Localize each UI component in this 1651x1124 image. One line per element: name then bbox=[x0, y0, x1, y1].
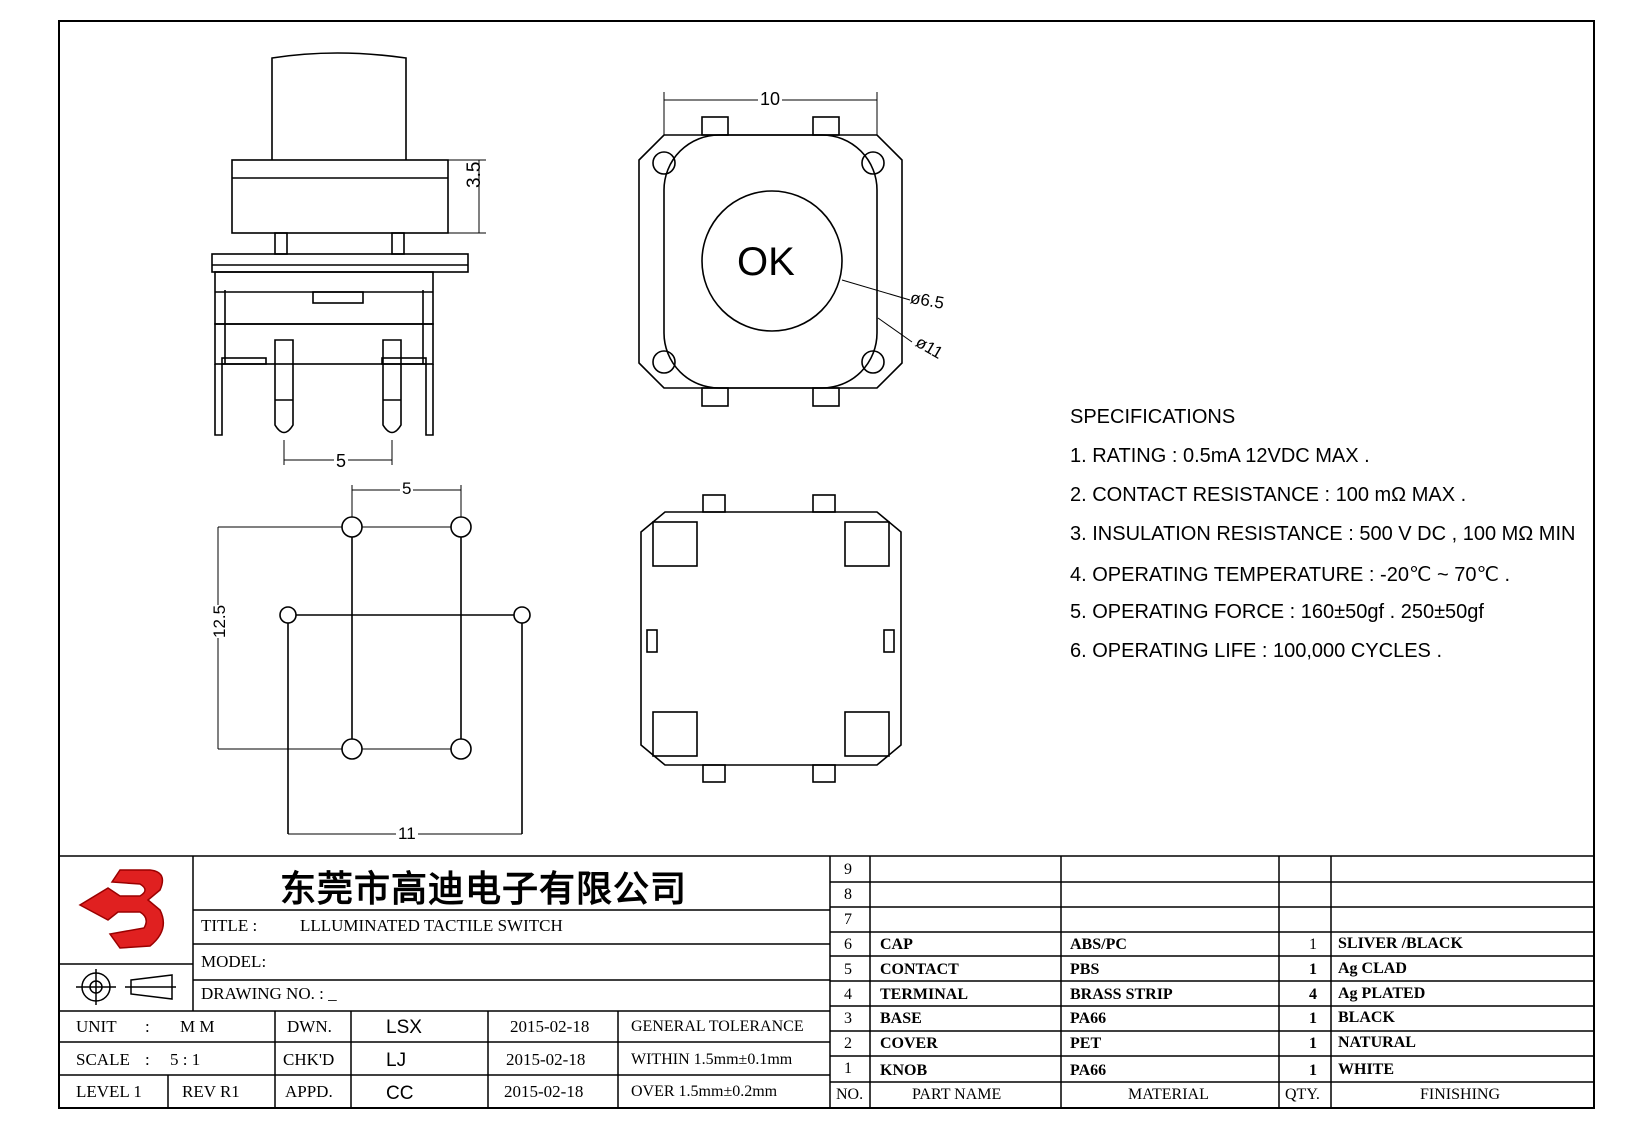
drawing-no-label: DRAWING NO. : _ bbox=[201, 984, 337, 1003]
bom-row-qty: 1 bbox=[1309, 1010, 1317, 1027]
bom-row-no: 8 bbox=[844, 886, 852, 903]
unit-label: UNIT bbox=[76, 1017, 117, 1036]
level: LEVEL 1 bbox=[76, 1082, 142, 1101]
model-label: MODEL: bbox=[201, 952, 267, 971]
scale-label: SCALE bbox=[76, 1050, 130, 1069]
bom-row-no: 7 bbox=[844, 911, 852, 928]
bom-row-no: 6 bbox=[844, 936, 852, 953]
pcb-footprint bbox=[217, 485, 531, 835]
bom-row-material: PBS bbox=[1070, 961, 1100, 978]
spec-item: 5. OPERATING FORCE : 160±50gf . 250±50gf bbox=[1070, 601, 1484, 623]
title-block-grid bbox=[59, 855, 1594, 1108]
dim-cap-height: 3.5 bbox=[464, 161, 485, 188]
bom-row-qty: 4 bbox=[1309, 986, 1317, 1003]
spec-item: 1. RATING : 0.5mA 12VDC MAX . bbox=[1070, 445, 1370, 467]
scale-sep: : bbox=[145, 1050, 150, 1069]
dim-pin-pitch-side: 5 bbox=[334, 451, 349, 472]
spec-item: 6. OPERATING LIFE : 100,000 CYCLES . bbox=[1070, 640, 1443, 662]
knob-label: OK bbox=[737, 240, 795, 284]
bom-header-finishing: FINISHING bbox=[1420, 1086, 1500, 1103]
bom-row-part: TERMINAL bbox=[880, 986, 969, 1003]
bom-row-part: CONTACT bbox=[880, 961, 959, 978]
revision: REV R1 bbox=[182, 1082, 240, 1101]
bom-row-finishing: BLACK bbox=[1338, 1009, 1395, 1026]
bom-row-part: KNOB bbox=[880, 1062, 928, 1079]
tolerance-over: OVER 1.5mm±0.2mm bbox=[631, 1083, 778, 1100]
specifications-heading: SPECIFICATIONS bbox=[1070, 406, 1236, 428]
spec-item: 2. CONTACT RESISTANCE : 100 mΩ MAX . bbox=[1070, 484, 1467, 506]
spec-item: 4. OPERATING TEMPERATURE : -20℃ ~ 70℃ . bbox=[1070, 564, 1511, 586]
bom-row-part: COVER bbox=[880, 1035, 938, 1052]
bom-row-no: 2 bbox=[844, 1035, 852, 1052]
dwn-label: DWN. bbox=[287, 1017, 332, 1036]
bom-row-no: 1 bbox=[844, 1060, 852, 1077]
title-label: TITLE : bbox=[201, 916, 258, 935]
bom-row-finishing: WHITE bbox=[1338, 1061, 1395, 1078]
bom-row-qty: 1 bbox=[1309, 1062, 1317, 1079]
dwn-name: LSX bbox=[386, 1017, 422, 1038]
chk-label: CHK'D bbox=[283, 1050, 335, 1069]
appd-date: 2015-02-18 bbox=[504, 1082, 584, 1101]
bom-row-finishing: SLIVER /BLACK bbox=[1338, 935, 1463, 952]
bom-header-part: PART NAME bbox=[912, 1086, 1002, 1103]
bom-header-no: NO. bbox=[836, 1086, 864, 1103]
bom-row-finishing: Ag CLAD bbox=[1338, 960, 1407, 977]
appd-name: CC bbox=[386, 1083, 414, 1104]
dim-body-width: 10 bbox=[758, 89, 783, 110]
bom-row-material: BRASS STRIP bbox=[1070, 986, 1173, 1003]
dim-footprint-pitch: 5 bbox=[400, 479, 414, 499]
bom-row-finishing: NATURAL bbox=[1338, 1034, 1416, 1051]
bom-row-no: 3 bbox=[844, 1010, 852, 1027]
company-logo bbox=[78, 869, 165, 949]
bom-row-no: 9 bbox=[844, 861, 852, 878]
bom-row-no: 5 bbox=[844, 961, 852, 978]
bom-row-material: PET bbox=[1070, 1035, 1102, 1052]
side-view bbox=[211, 52, 486, 465]
appd-label: APPD. bbox=[285, 1082, 333, 1101]
bom-row-part: BASE bbox=[880, 1010, 922, 1027]
bom-row-part: CAP bbox=[880, 936, 913, 953]
unit-value: M M bbox=[180, 1017, 215, 1036]
bom-row-material: ABS/PC bbox=[1070, 936, 1127, 953]
projection-symbol-icon bbox=[76, 969, 176, 1005]
drawing-border bbox=[58, 20, 1595, 1109]
scale-value: 5 : 1 bbox=[170, 1050, 201, 1069]
dwn-date: 2015-02-18 bbox=[510, 1017, 590, 1036]
bom-row-qty: 1 bbox=[1309, 936, 1317, 953]
top-view bbox=[638, 92, 913, 407]
bom-row-finishing: Ag PLATED bbox=[1338, 985, 1426, 1002]
bom-header-qty: QTY. bbox=[1285, 1086, 1320, 1103]
bom-row-material: PA66 bbox=[1070, 1062, 1107, 1079]
bottom-view bbox=[640, 494, 902, 783]
bom-row-qty: 1 bbox=[1309, 961, 1317, 978]
unit-sep: : bbox=[145, 1017, 150, 1036]
bom-row-no: 4 bbox=[844, 986, 852, 1003]
bom-header-material: MATERIAL bbox=[1128, 1086, 1209, 1103]
dim-footprint-width: 11 bbox=[396, 824, 418, 844]
chk-name: LJ bbox=[386, 1050, 407, 1071]
chk-date: 2015-02-18 bbox=[506, 1050, 586, 1069]
dim-footprint-height: 12.5 bbox=[210, 604, 230, 638]
bom-row-material: PA66 bbox=[1070, 1010, 1107, 1027]
tolerance-title: GENERAL TOLERANCE bbox=[631, 1018, 804, 1035]
tolerance-within: WITHIN 1.5mm±0.1mm bbox=[631, 1051, 793, 1068]
bom-row-qty: 1 bbox=[1309, 1035, 1317, 1052]
company-name: 东莞市高迪电子有限公司 bbox=[280, 869, 688, 910]
title-value: LLLUMINATED TACTILE SWITCH bbox=[300, 916, 563, 935]
spec-item: 3. INSULATION RESISTANCE : 500 V DC , 10… bbox=[1070, 523, 1576, 545]
